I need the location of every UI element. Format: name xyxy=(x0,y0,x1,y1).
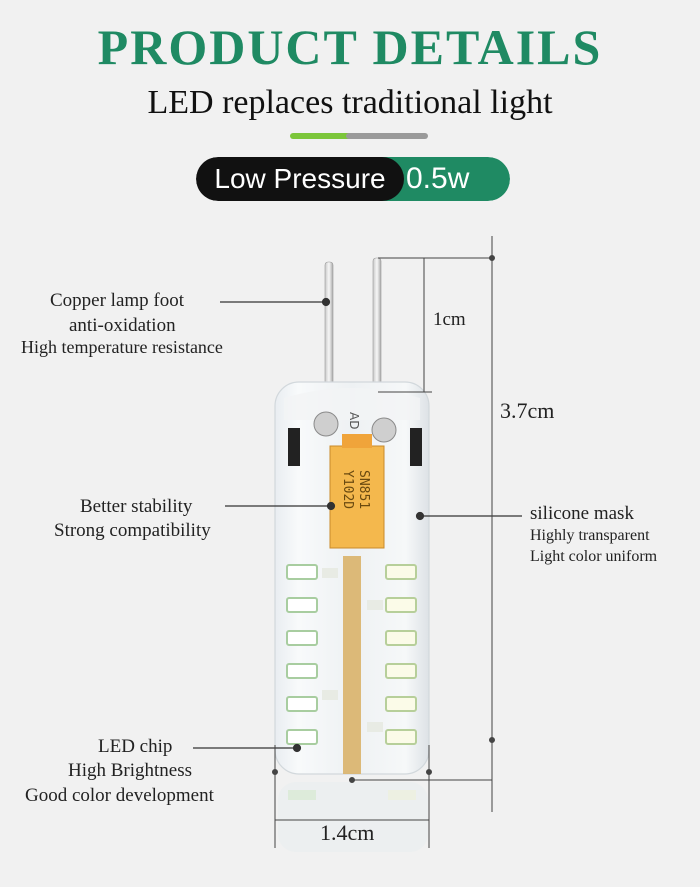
led-chip xyxy=(286,729,318,745)
resistor-left xyxy=(288,428,300,466)
led-chip xyxy=(385,630,417,646)
mask-label-2: Highly transparent xyxy=(530,527,650,544)
led-chip-column-left xyxy=(286,564,318,745)
power-badge: Low Pressure 0.5w xyxy=(196,157,510,201)
chip-label-1: LED chip xyxy=(98,736,173,757)
capacitor-text-1: SN851 xyxy=(356,470,371,509)
pcb-strip xyxy=(343,556,361,774)
stability-label-2: Strong compatibility xyxy=(54,520,211,541)
dimension-total-height: 3.7cm xyxy=(500,398,555,423)
accent-bar-green xyxy=(290,133,352,139)
solder-pad-left xyxy=(313,411,339,437)
capacitor-text-2: Y102D xyxy=(340,470,355,509)
capacitor xyxy=(329,445,385,549)
dimension-width: 1.4cm xyxy=(320,820,375,845)
led-chip xyxy=(286,597,318,613)
led-chip xyxy=(385,564,417,580)
led-chip xyxy=(385,597,417,613)
solder-pad-right xyxy=(371,417,397,443)
stability-label-1: Better stability xyxy=(80,496,193,517)
foot-label-2: anti-oxidation xyxy=(69,315,176,336)
pin-left xyxy=(324,261,334,403)
resistor-right xyxy=(410,428,422,466)
side-marking: AD xyxy=(347,412,361,429)
led-chip xyxy=(385,663,417,679)
pin-right xyxy=(372,257,382,403)
led-chip xyxy=(286,696,318,712)
led-chip xyxy=(286,564,318,580)
page-title: PRODUCT DETAILS xyxy=(97,19,603,75)
accent-bar-gray xyxy=(346,133,428,139)
led-chip xyxy=(385,729,417,745)
chip-label-2: High Brightness xyxy=(68,760,193,781)
page-subtitle: LED replaces traditional light xyxy=(147,84,553,121)
chip-label-3: Good color development xyxy=(25,785,214,806)
led-chip-column-right xyxy=(385,564,417,745)
led-chip xyxy=(286,630,318,646)
led-chip xyxy=(385,696,417,712)
mask-label-3: Light color uniform xyxy=(530,548,658,565)
mask-label-1: silicone mask xyxy=(530,503,634,524)
body-top xyxy=(284,388,420,420)
foot-label-1: Copper lamp foot xyxy=(50,290,185,311)
foot-label-3: High temperature resistance xyxy=(21,337,223,357)
led-chip xyxy=(286,663,318,679)
badge-low-pressure: Low Pressure xyxy=(196,157,404,201)
dimension-pin-length: 1cm xyxy=(433,309,466,330)
